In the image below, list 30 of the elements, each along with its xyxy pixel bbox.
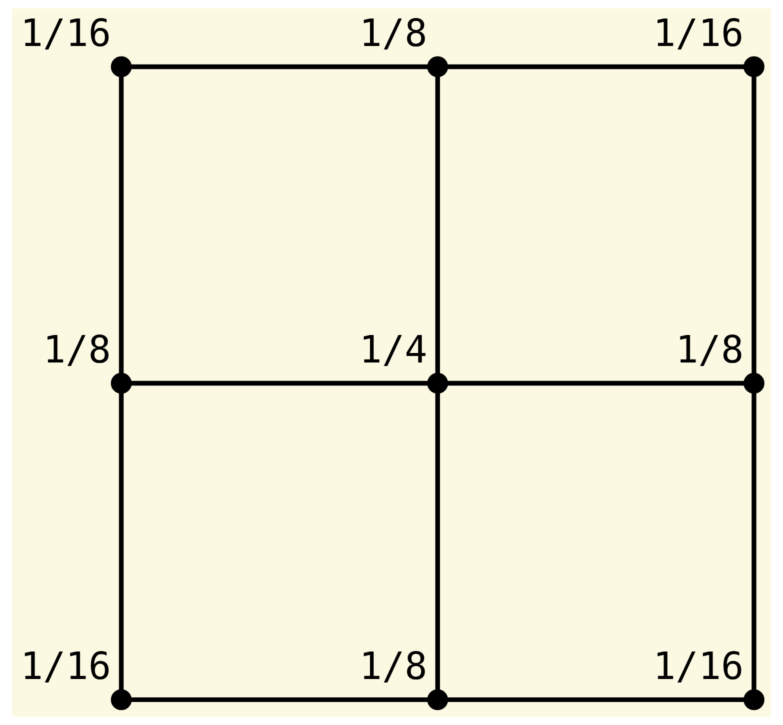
node-label: 1/16 xyxy=(20,644,112,688)
connector xyxy=(435,76,440,374)
connector xyxy=(435,392,440,690)
connector xyxy=(131,64,428,70)
node-circle xyxy=(110,56,132,78)
node-label: 1/8 xyxy=(676,327,744,372)
connector xyxy=(118,76,124,374)
node-label: 1/8 xyxy=(359,10,428,55)
node-circle xyxy=(427,56,448,78)
node-circle xyxy=(110,689,132,710)
node-label: 1/16 xyxy=(653,644,744,688)
node-label: 1/16 xyxy=(653,10,744,55)
node-circle xyxy=(744,372,764,394)
node-label: 1/16 xyxy=(20,10,112,55)
connector xyxy=(448,697,744,702)
connector xyxy=(131,697,428,702)
node-circle xyxy=(744,689,764,710)
node-circle xyxy=(427,689,448,710)
connector xyxy=(448,380,744,386)
node-circle xyxy=(427,372,448,394)
connector xyxy=(752,392,756,690)
connector xyxy=(118,392,124,690)
node-label: 1/8 xyxy=(42,327,111,372)
node-circle xyxy=(110,372,132,394)
connector xyxy=(448,64,744,70)
connector xyxy=(131,380,428,386)
node-label: 1/8 xyxy=(359,644,428,688)
node-circle xyxy=(744,56,764,78)
connector xyxy=(752,76,756,374)
node-label: 1/4 xyxy=(359,327,428,372)
